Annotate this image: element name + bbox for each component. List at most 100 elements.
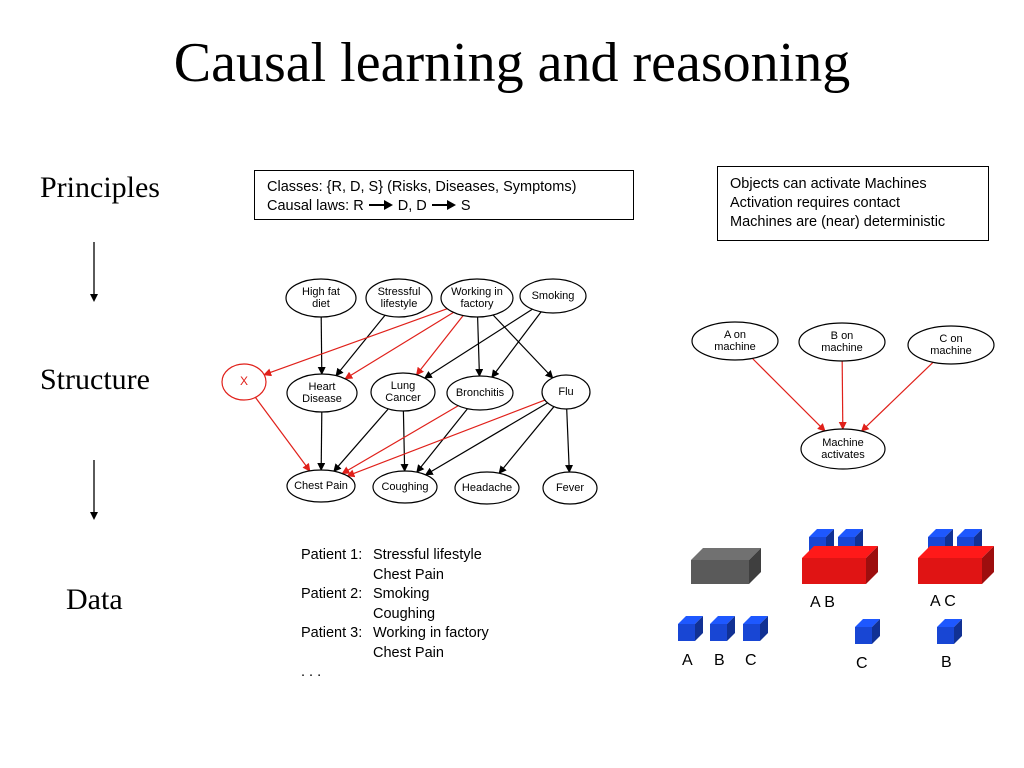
trial-2-loose-label-b: B: [941, 654, 952, 671]
principle-line-1: Objects can activate Machines: [730, 176, 927, 192]
patient-2-line-2: Coughing: [373, 605, 436, 622]
trial-1-loose-label-c: C: [856, 655, 868, 672]
loose-block-c: [743, 616, 768, 641]
slide-title: Causal learning and reasoning: [173, 32, 851, 94]
svg-text:High fat: High fat: [302, 286, 340, 298]
svg-text:Coughing: Coughing: [381, 481, 428, 493]
svg-text:machine: machine: [821, 342, 863, 354]
node-headache: Headache: [454, 471, 520, 505]
causal-laws-text: Causal laws: R D, D S: [267, 198, 471, 214]
edge-d3-s0: [346, 399, 546, 478]
svg-text:Fever: Fever: [556, 482, 584, 494]
node-fever: Fever: [542, 471, 598, 505]
svg-text:Machine: Machine: [822, 437, 864, 449]
svg-text:A on: A on: [724, 329, 746, 341]
edge-c0-machine: [751, 357, 826, 432]
block-a-on-machine-2: [928, 529, 953, 554]
classes-text: Classes: {R, D, S} (Risks, Diseases, Sym…: [267, 179, 577, 195]
svg-text:C on: C on: [939, 333, 962, 345]
loose-label-c: C: [745, 652, 757, 669]
edge-d3-s2: [498, 406, 555, 474]
svg-text:lifestyle: lifestyle: [381, 298, 418, 310]
edge-r3-d1: [423, 308, 533, 379]
node-chest-pain: Chest Pain: [286, 469, 356, 503]
edge-d2-s0: [341, 405, 459, 475]
node-coughing: Coughing: [372, 470, 438, 504]
patient-1-line-2: Chest Pain: [373, 566, 444, 583]
node-flu: Flu: [541, 374, 591, 410]
edge-r2-d0: [344, 311, 454, 380]
svg-text:X: X: [240, 374, 248, 388]
patient-3-line-1: Patient 3:Working in factory: [301, 625, 489, 641]
svg-text:Bronchitis: Bronchitis: [456, 387, 505, 399]
edge-c1-machine: [838, 360, 847, 431]
edge-c2-machine: [860, 361, 934, 432]
down-arrow-2: [90, 460, 98, 520]
down-arrow-1: [90, 242, 98, 302]
edge-r1-d0: [335, 314, 386, 377]
principle-line-3: Machines are (near) deterministic: [730, 214, 946, 230]
edge-r2-hx: [263, 308, 448, 377]
principle-line-2: Activation requires contact: [730, 195, 901, 211]
trial-1-loose-block-c: [855, 619, 880, 644]
patient-1-line-1: Patient 1:Stressful lifestyle: [301, 547, 482, 563]
trial-2-loose-block-b: [937, 619, 962, 644]
loose-block-b: [710, 616, 735, 641]
svg-text:Working in: Working in: [451, 286, 503, 298]
loose-label-b: B: [714, 652, 725, 669]
edge-hx-s0: [254, 397, 311, 472]
disease-principles-box: Classes: {R, D, S} (Risks, Diseases, Sym…: [254, 170, 634, 220]
svg-text:B on: B on: [831, 330, 854, 342]
svg-text:Smoking: Smoking: [532, 290, 575, 302]
svg-text:machine: machine: [930, 345, 972, 357]
machine-idle: [691, 548, 761, 584]
svg-text:Stressful: Stressful: [378, 286, 421, 298]
ellipsis: . . .: [301, 664, 322, 680]
loose-block-a: [678, 616, 703, 641]
svg-text:Cancer: Cancer: [385, 392, 421, 404]
machine-active-2: [918, 546, 994, 584]
arrow-right-icon: [431, 200, 456, 210]
node-hidden-x: X: [221, 363, 267, 401]
svg-text:Headache: Headache: [462, 482, 512, 494]
edge-r2-d1: [415, 315, 464, 376]
node-smoking: Smoking: [519, 278, 587, 314]
node-bronchitis: Bronchitis: [446, 375, 514, 411]
svg-text:Heart: Heart: [309, 381, 336, 393]
machine-principles-box: Objects can activate Machines Activation…: [717, 166, 989, 241]
svg-text:machine: machine: [714, 341, 756, 353]
svg-text:Flu: Flu: [558, 386, 573, 398]
patient-data-list: Patient 1:Stressful lifestyle Chest Pain…: [301, 546, 489, 683]
structure-label: Structure: [40, 363, 150, 396]
svg-text:Disease: Disease: [302, 393, 342, 405]
edge-d2-s1: [416, 408, 468, 473]
machine-active-1: [802, 546, 878, 584]
edge-r0-d0: [317, 316, 326, 376]
data-label: Data: [66, 583, 123, 616]
trial-1-label: A B: [810, 594, 835, 611]
edge-d1-s0: [333, 408, 389, 472]
trial-2-label: A C: [930, 593, 956, 610]
edge-d3-s3: [565, 408, 574, 474]
edge-r2-d3: [492, 314, 554, 379]
edge-d0-s0: [317, 411, 326, 472]
edge-d3-s1: [424, 402, 548, 476]
edge-r3-d2: [491, 311, 542, 378]
svg-text:Chest Pain: Chest Pain: [294, 480, 348, 492]
svg-text:factory: factory: [460, 298, 494, 310]
edge-r2-d2: [475, 316, 484, 378]
principles-label: Principles: [40, 171, 160, 204]
patient-3-line-2: Chest Pain: [373, 644, 444, 661]
patient-2-line-1: Patient 2:Smoking: [301, 586, 430, 602]
